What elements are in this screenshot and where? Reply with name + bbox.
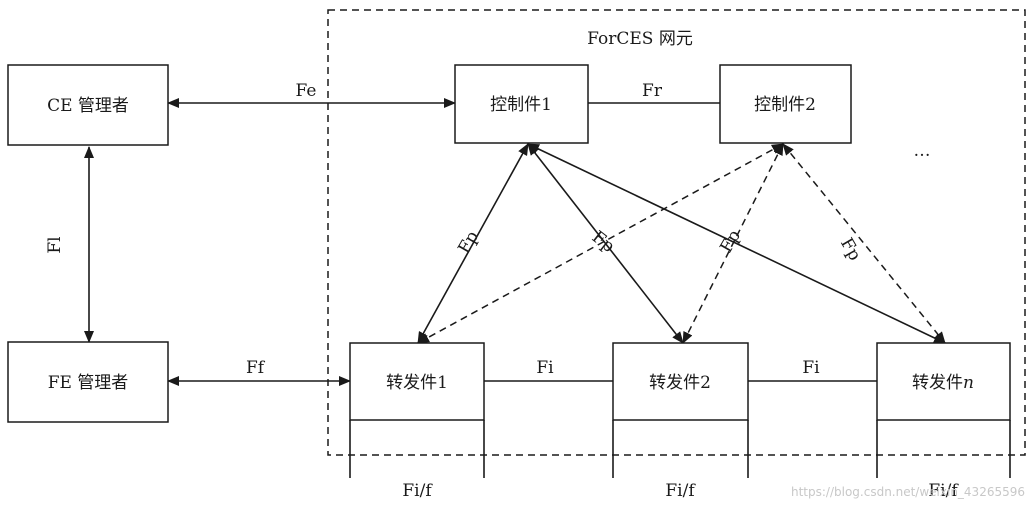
fp-interface-label-2: Fp (588, 227, 618, 257)
ce-manager-node: CE 管理者 (7, 64, 169, 146)
network-element-title: ForCES 网元 (587, 29, 693, 49)
more-ce-ellipsis: … (914, 141, 931, 161)
ce1-node: 控制件1 (454, 64, 589, 144)
watermark-text: https://blog.csdn.net/weixin_43265596 (791, 485, 1025, 499)
forces-network-element-border (327, 9, 1026, 456)
fi-interface-label-2: Fi (802, 358, 820, 378)
fen-node: 转发件n (876, 342, 1011, 421)
ff-interface-label: Ff (246, 358, 266, 378)
fe-manager-node: FE 管理者 (7, 341, 169, 423)
fen-label: 转发件n (912, 373, 974, 393)
fe-manager-label: FE 管理者 (48, 373, 129, 393)
fif-interface-label-1: Fi/f (402, 481, 433, 501)
fe2-node: 转发件2 (612, 342, 749, 421)
ce-manager-label: CE 管理者 (47, 96, 129, 116)
fp-link-ce2-fe1 (417, 143, 784, 344)
ce1-label: 控制件1 (490, 95, 552, 115)
fr-interface-label: Fr (642, 81, 663, 101)
fi-interface-label-1: Fi (536, 358, 554, 378)
ce2-label: 控制件2 (754, 95, 816, 115)
fe2-label: 转发件2 (649, 373, 711, 393)
fl-interface-label: Fl (45, 236, 65, 253)
ce2-node: 控制件2 (719, 64, 852, 144)
fe1-label: 转发件1 (386, 373, 448, 393)
fp-interface-label-3: Fp (716, 227, 745, 257)
fe-interface-label: Fe (296, 81, 317, 101)
fif-interface-label-2: Fi/f (665, 481, 696, 501)
fp-link-ce2-fen (782, 143, 946, 344)
fp-link-ce2-fe2 (682, 143, 784, 344)
fif-interface-label-3: Fi/f (928, 481, 959, 501)
fe1-node: 转发件1 (349, 342, 485, 421)
